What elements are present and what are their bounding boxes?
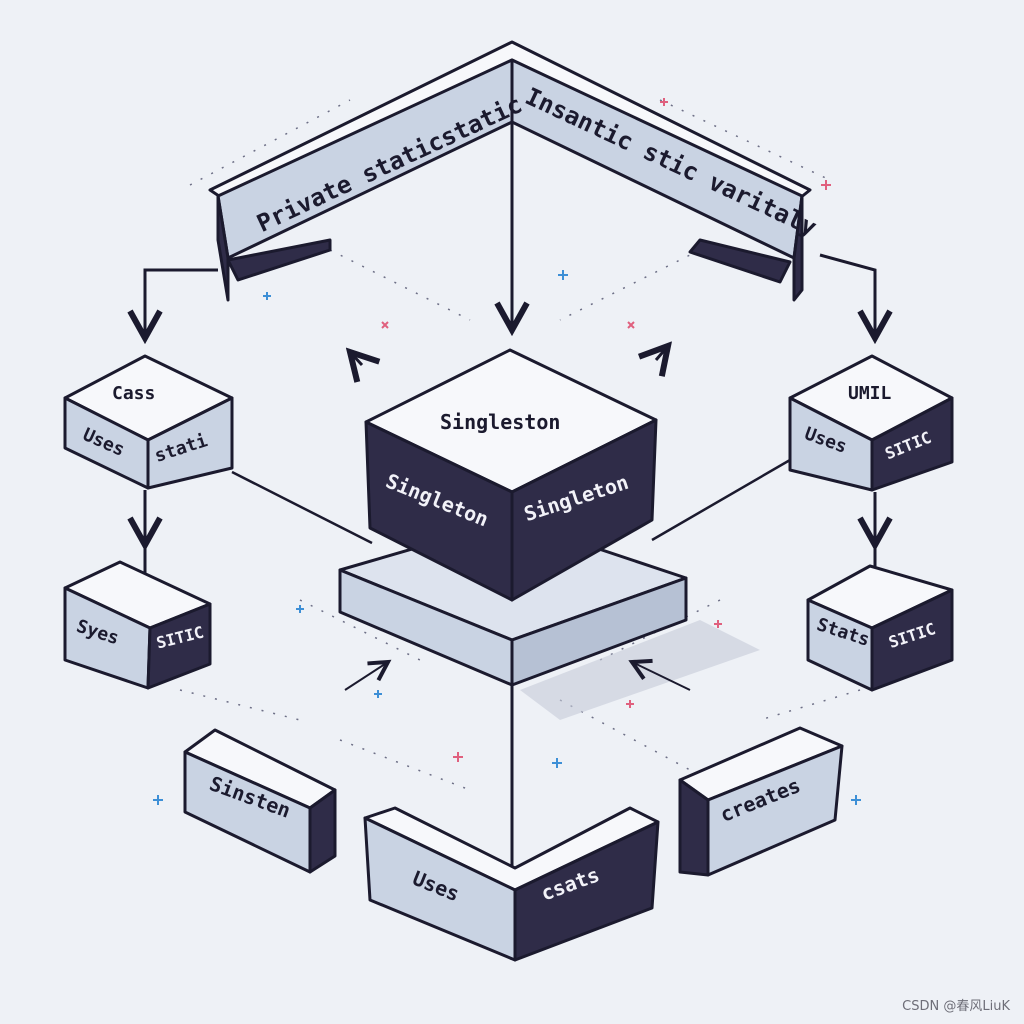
right-lower-box: [806, 564, 954, 692]
right-upper-box-top-label: UMIL: [848, 383, 892, 404]
center-box-right: [510, 418, 658, 602]
right-upper-arrow: [819, 253, 875, 338]
left-upper-box-top-label: Cass: [112, 383, 156, 404]
bottom-right-box: [678, 726, 844, 877]
small-left-arrow: [350, 352, 362, 365]
center-box-top-label: Singleston: [440, 410, 561, 434]
watermark: CSDN @春风LiuK: [902, 999, 1010, 1014]
platform-left-arrow: [344, 662, 388, 691]
top-bar: [208, 40, 812, 302]
left-lower-box: [63, 560, 212, 690]
plus-sparkle-icon: [153, 98, 861, 805]
platform-right-arrow: [632, 662, 691, 691]
bottom-center-box: [363, 806, 660, 962]
left-upper-arrow: [145, 268, 218, 338]
small-right-arrow: [656, 346, 668, 360]
bottom-left-box: [183, 728, 337, 874]
center-box: [364, 348, 658, 602]
left-upper-box: [63, 354, 234, 490]
left-connector-line: [231, 470, 373, 545]
right-upper-box: [788, 354, 954, 492]
right-connector-line: [651, 458, 791, 542]
